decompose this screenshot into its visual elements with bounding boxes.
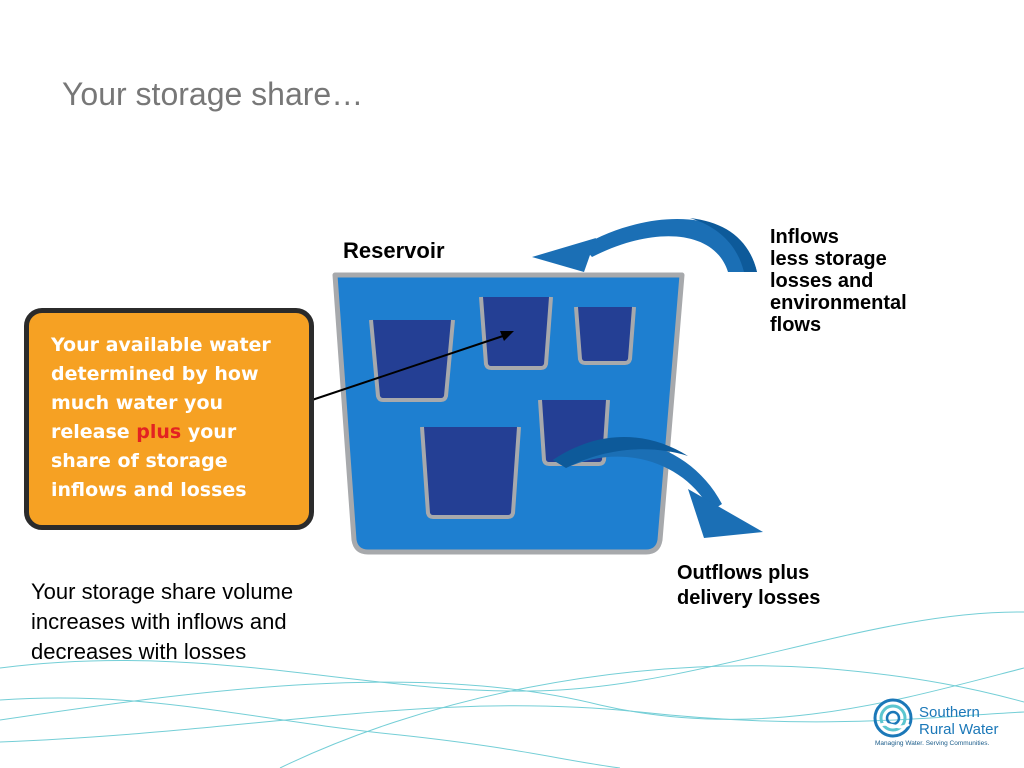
footnote-line: decreases with losses — [31, 639, 247, 664]
callout-line: determined by how — [51, 363, 259, 385]
logo-tagline: Managing Water. Serving Communities. — [875, 740, 990, 747]
inflows-label-line: flows — [770, 314, 822, 336]
available-water-callout: Your available water determined by how m… — [24, 308, 314, 530]
callout-line: release plus your — [51, 418, 271, 447]
callout-accent-word: plus — [136, 421, 182, 443]
logo-name-line: Rural Water — [919, 721, 999, 738]
callout-text: Your available water determined by how m… — [51, 331, 271, 505]
outflow-arrow — [553, 437, 763, 538]
cup — [479, 296, 553, 370]
inflows-label-line: Inflows — [770, 226, 839, 248]
footnote-line: Your storage share volume — [31, 579, 294, 604]
inflows-label-line: environmental — [770, 292, 907, 314]
logo-name: Southern Rural Water — [919, 704, 998, 738]
slide-title: Your storage share… — [62, 76, 364, 112]
southern-rural-water-logo: Southern Rural Water Managing Water. Ser… — [873, 698, 1013, 754]
callout-line: much water you — [51, 392, 224, 414]
inflow-arrow — [532, 218, 757, 272]
footnote-line: increases with inflows and — [31, 609, 287, 634]
cup — [420, 426, 521, 519]
pointer-line — [311, 331, 514, 401]
reservoir-label: Reservoir — [343, 238, 445, 263]
cup — [369, 319, 455, 402]
outflows-label-line: delivery losses — [677, 587, 821, 609]
callout-text-segment: release — [51, 421, 137, 443]
ripple-logo-icon — [873, 698, 913, 738]
callout-line: Your available water — [51, 334, 271, 356]
inflows-label: Inflows less storage losses and environm… — [770, 226, 907, 336]
logo-name-line: Southern — [919, 704, 980, 721]
inflows-label-line: losses and — [770, 270, 874, 292]
callout-text-segment: your — [181, 421, 237, 443]
outflows-label: Outflows plus delivery losses — [677, 561, 820, 611]
callout-line: inflows and losses — [51, 479, 247, 501]
callout-line: share of storage — [51, 450, 228, 472]
inflows-label-line: less storage — [770, 248, 887, 270]
storage-share-footnote: Your storage share volume increases with… — [31, 577, 293, 667]
cup — [574, 306, 636, 365]
outflows-label-line: Outflows plus — [677, 562, 810, 584]
